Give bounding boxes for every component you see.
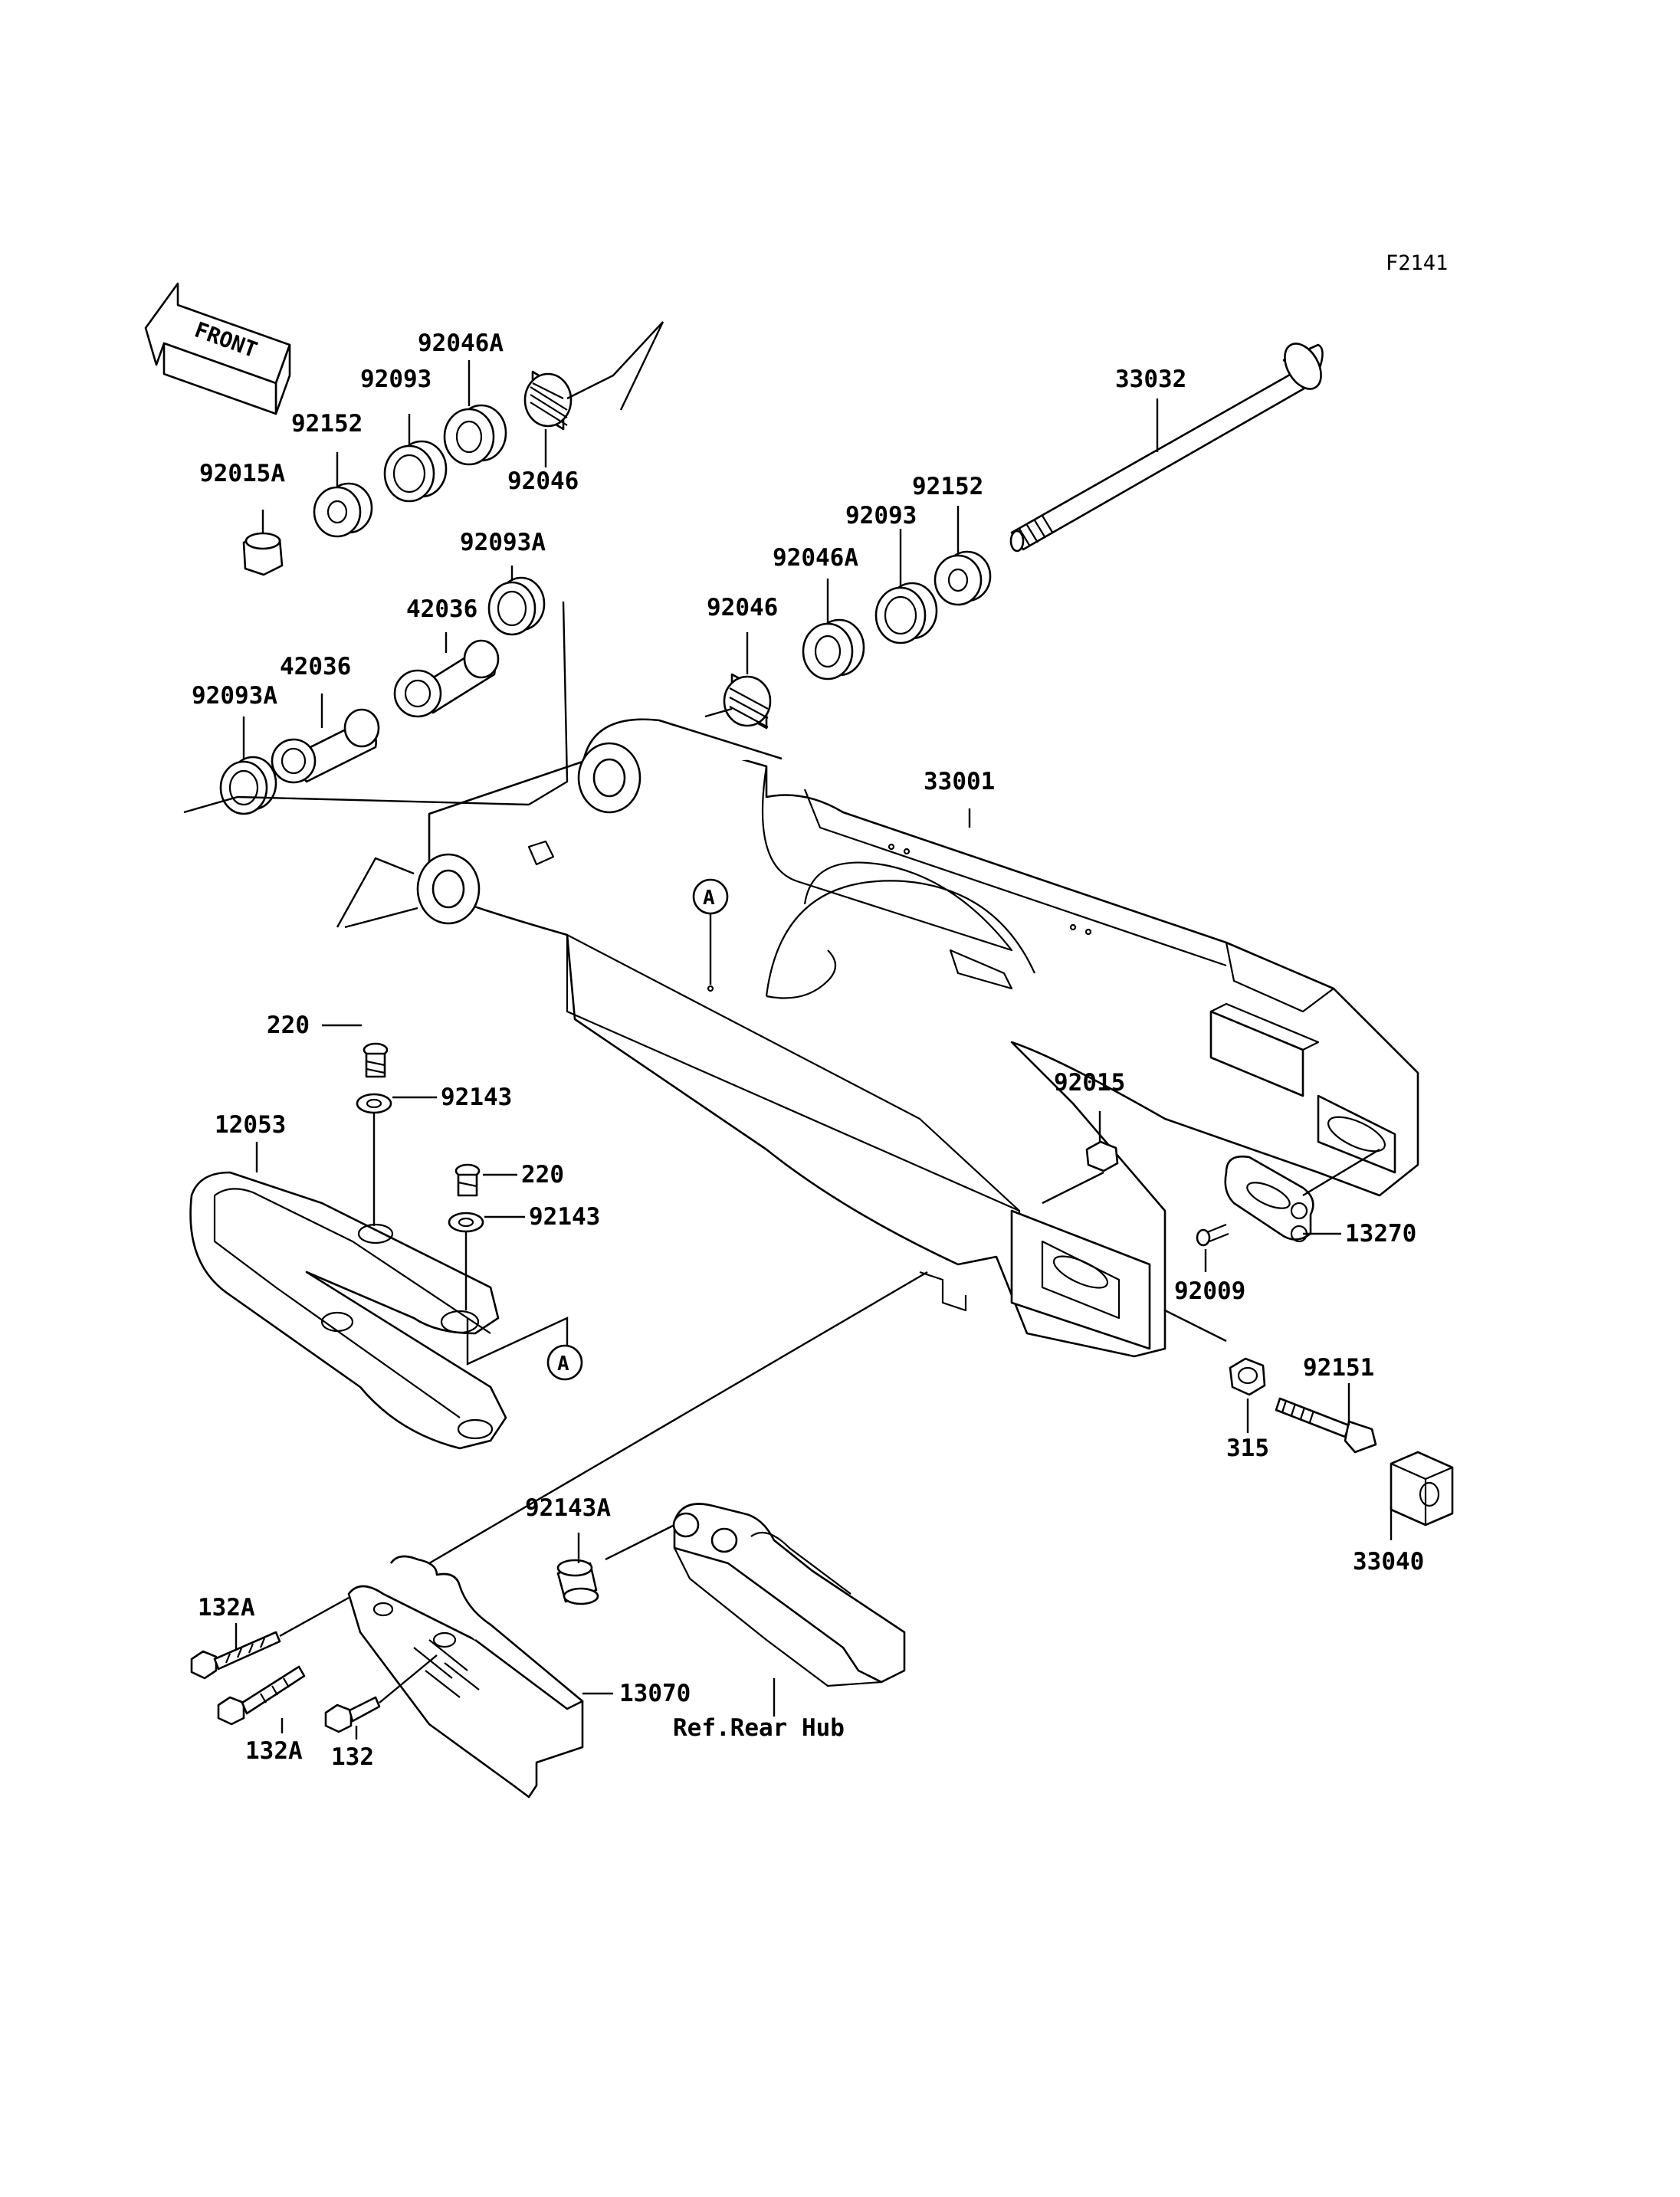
block-33040-icon xyxy=(1390,1451,1454,1526)
seal-92093A-left-icon xyxy=(219,756,277,815)
callout-a-swingarm: A xyxy=(692,878,729,985)
callout-a-slider: A xyxy=(546,1344,583,1381)
svg-text:A: A xyxy=(703,887,715,910)
bolt-132-icon xyxy=(324,1696,381,1733)
part-label: 92093 xyxy=(845,502,917,530)
part-label: 132A xyxy=(245,1737,303,1765)
part-label: 92093 xyxy=(360,366,431,393)
part-label: 92046A xyxy=(418,330,504,357)
needle-bearing-92046-right-icon xyxy=(723,673,772,730)
plate-13270-icon xyxy=(1224,1155,1314,1243)
diagram-code: F2141 xyxy=(1386,251,1448,275)
washer-92143-lower-icon xyxy=(448,1212,484,1233)
collar-92152-right-icon xyxy=(934,550,992,606)
assembly-lines xyxy=(183,321,733,929)
screw-220-top-icon xyxy=(363,1042,389,1078)
bolt-132A-bottom-icon xyxy=(217,1665,306,1726)
seal-92093A-top-icon xyxy=(487,576,546,636)
part-labels: 92046A 92093 92152 92046 92015A 92093A 4… xyxy=(192,330,1424,1771)
part-label: 33001 xyxy=(924,768,995,795)
pivot-hardware xyxy=(219,343,1324,815)
nut-92015A-icon xyxy=(242,532,284,576)
part-label: 315 xyxy=(1226,1435,1269,1462)
screw-220-lower-icon xyxy=(454,1163,481,1197)
bolt-132A-top-icon xyxy=(190,1631,281,1680)
part-label: 92015 xyxy=(1054,1069,1125,1097)
svg-text:A: A xyxy=(557,1353,569,1376)
front-arrow-icon: FRONT xyxy=(144,282,291,415)
part-label: 92009 xyxy=(1174,1277,1245,1305)
part-label: 92046 xyxy=(507,467,579,495)
nut-92015-icon xyxy=(1085,1140,1119,1172)
needle-bearing-92046-icon xyxy=(523,370,573,431)
part-label: 92093A xyxy=(460,529,546,556)
part-label: 92152 xyxy=(912,473,983,500)
swingarm-body xyxy=(416,718,1419,1358)
part-label: 33040 xyxy=(1353,1548,1424,1576)
part-label: 92046A xyxy=(773,544,858,572)
part-label: 92046 xyxy=(707,594,778,621)
ref-rear-hub-label: Ref.Rear Hub xyxy=(673,1714,845,1742)
part-label: 92143A xyxy=(525,1494,611,1522)
part-label: 13070 xyxy=(619,1680,691,1707)
guide-bolts xyxy=(190,1523,675,1733)
screw-92009-icon xyxy=(1196,1223,1229,1247)
ring-92046A-right-icon xyxy=(802,618,865,680)
part-label: 92015A xyxy=(199,460,285,487)
part-label: 220 xyxy=(267,1012,310,1039)
sleeve-42036-upper-icon xyxy=(393,639,500,718)
bolt-92151-icon xyxy=(1275,1397,1377,1454)
spacer-92143A-icon xyxy=(556,1559,599,1605)
part-label: 33032 xyxy=(1115,366,1186,393)
chain-slider-12053 xyxy=(189,1171,507,1450)
part-label: 12053 xyxy=(215,1111,286,1139)
seal-92093-icon xyxy=(383,440,448,503)
sleeve-42036-lower-icon xyxy=(271,708,380,784)
part-label: 42036 xyxy=(406,595,477,623)
part-label: 92143 xyxy=(441,1084,512,1111)
part-label: 132A xyxy=(198,1594,255,1622)
ring-92046A-icon xyxy=(443,404,507,466)
part-label: 220 xyxy=(521,1161,564,1189)
part-label: 92151 xyxy=(1303,1354,1374,1382)
nut-315-icon xyxy=(1229,1357,1266,1396)
seal-92093-right-icon xyxy=(874,582,938,644)
washer-92143-top-icon xyxy=(356,1093,392,1114)
part-label: 92143 xyxy=(529,1203,600,1231)
part-label: 92152 xyxy=(291,410,363,438)
rear-hub-bracket xyxy=(672,1503,906,1687)
leader-lines xyxy=(235,360,1393,1740)
part-label: 92093A xyxy=(192,682,277,710)
pivot-shaft-33032-icon xyxy=(1009,343,1324,553)
part-label: 42036 xyxy=(280,653,351,680)
chain-guide-13070 xyxy=(347,1271,928,1799)
part-label: 132 xyxy=(331,1743,374,1771)
collar-92152-icon xyxy=(313,482,373,538)
adjuster-hardware xyxy=(1042,1140,1454,1526)
part-label: 13270 xyxy=(1345,1220,1416,1248)
slider-hardware xyxy=(356,1042,569,1366)
